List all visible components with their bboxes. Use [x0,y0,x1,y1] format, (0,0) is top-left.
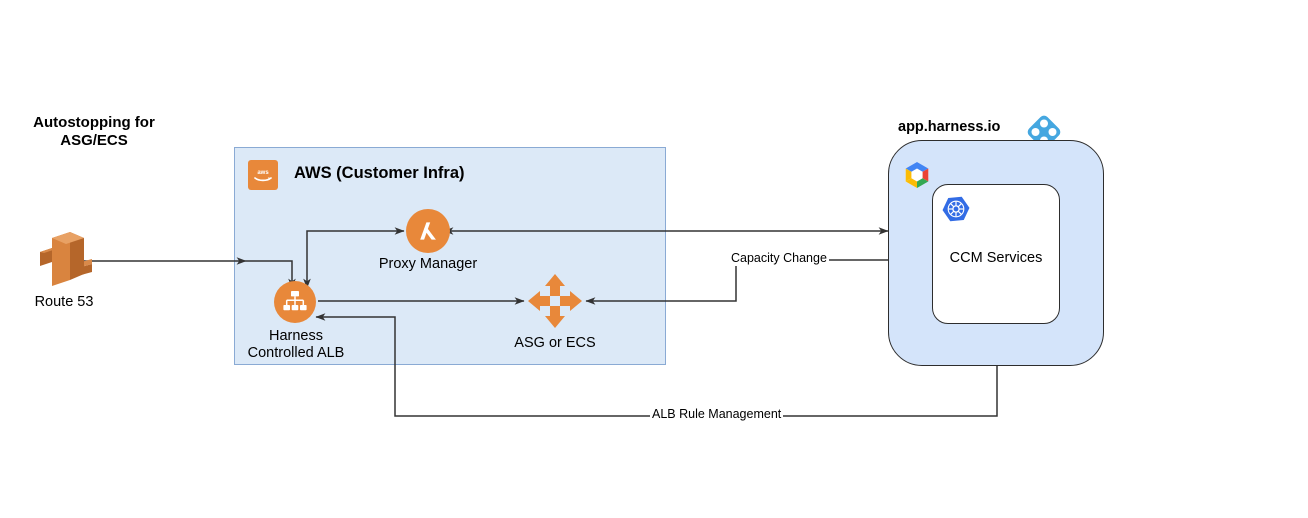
google-cloud-icon [900,158,934,192]
aws-container-title: AWS (Customer Infra) [294,164,465,182]
alb-label: Harness Controlled ALB [247,328,345,361]
aws-lambda-icon [406,209,450,253]
aws-logo-icon: aws [248,160,278,190]
harness-site-title: app.harness.io [898,119,1001,135]
route53-label: Route 53 [34,294,94,310]
auto-scaling-group-icon [526,272,584,330]
edge-label-capacity-change: Capacity Change [729,251,829,266]
diagram-title: Autostopping for ASG/ECS [33,114,155,149]
ccm-services-container [932,184,1060,324]
asg-ecs-label: ASG or ECS [514,335,596,351]
edge-label-alb-rule-management: ALB Rule Management [650,407,784,422]
kubernetes-icon [941,194,971,224]
route-53-icon [36,216,92,288]
load-balancer-icon [274,281,316,323]
ccm-services-label: CCM Services [949,250,1043,266]
svg-text:aws: aws [257,170,269,176]
proxy-manager-label: Proxy Manager [378,256,478,272]
